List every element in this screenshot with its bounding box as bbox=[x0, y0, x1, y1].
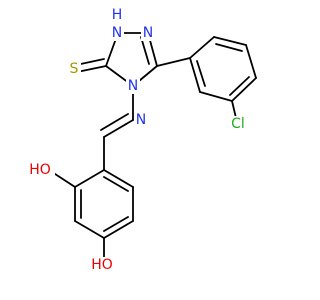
bond-a4-a5 bbox=[231, 77, 257, 102]
atom-n-imine: N bbox=[136, 112, 146, 128]
bond-a1-a2 bbox=[189, 36, 215, 59]
bond-b4-b5-double bbox=[103, 216, 129, 232]
bond-a3-a4 bbox=[245, 44, 257, 79]
bond-a5-a6 bbox=[199, 91, 233, 102]
atom-labels: H N N N N S Cl HO HO bbox=[25, 7, 249, 273]
bond-b2-oh bbox=[51, 171, 76, 188]
atom-n4: N bbox=[128, 78, 138, 94]
bond-c3-s bbox=[76, 65, 107, 73]
atom-cl: Cl bbox=[231, 116, 245, 132]
atom-nh-h: H bbox=[112, 7, 123, 23]
bond-nimine-ch bbox=[103, 119, 134, 138]
bonds bbox=[51, 32, 257, 259]
molecule-structure: H N N N N S Cl HO HO bbox=[25, 7, 257, 273]
bond-a2-a3-double bbox=[215, 43, 243, 52]
atom-oh-bottom: HO bbox=[91, 257, 113, 273]
bond-b6-b1 bbox=[103, 169, 134, 188]
bond-b1-b2 bbox=[74, 169, 105, 188]
bond-n2-c5-double bbox=[140, 36, 150, 65]
bond-c5-aryl bbox=[156, 57, 191, 67]
atom-n2: N bbox=[143, 25, 153, 41]
bond-a4-a5-double bbox=[229, 76, 250, 96]
atom-s: S bbox=[70, 61, 79, 77]
bond-b6-b1-double bbox=[103, 176, 129, 192]
atom-n1: N bbox=[112, 25, 122, 41]
bond-a6-a1-double bbox=[196, 60, 206, 87]
bond-b3-b4 bbox=[74, 220, 105, 239]
bond-a2-a3 bbox=[213, 36, 247, 46]
atom-oh-top: HO bbox=[29, 162, 51, 178]
bond-a6-a1 bbox=[189, 57, 201, 93]
bond-b4-b5 bbox=[103, 220, 134, 239]
bond-nimine-ch-double bbox=[100, 113, 129, 131]
bond-a5-cl bbox=[231, 100, 237, 119]
